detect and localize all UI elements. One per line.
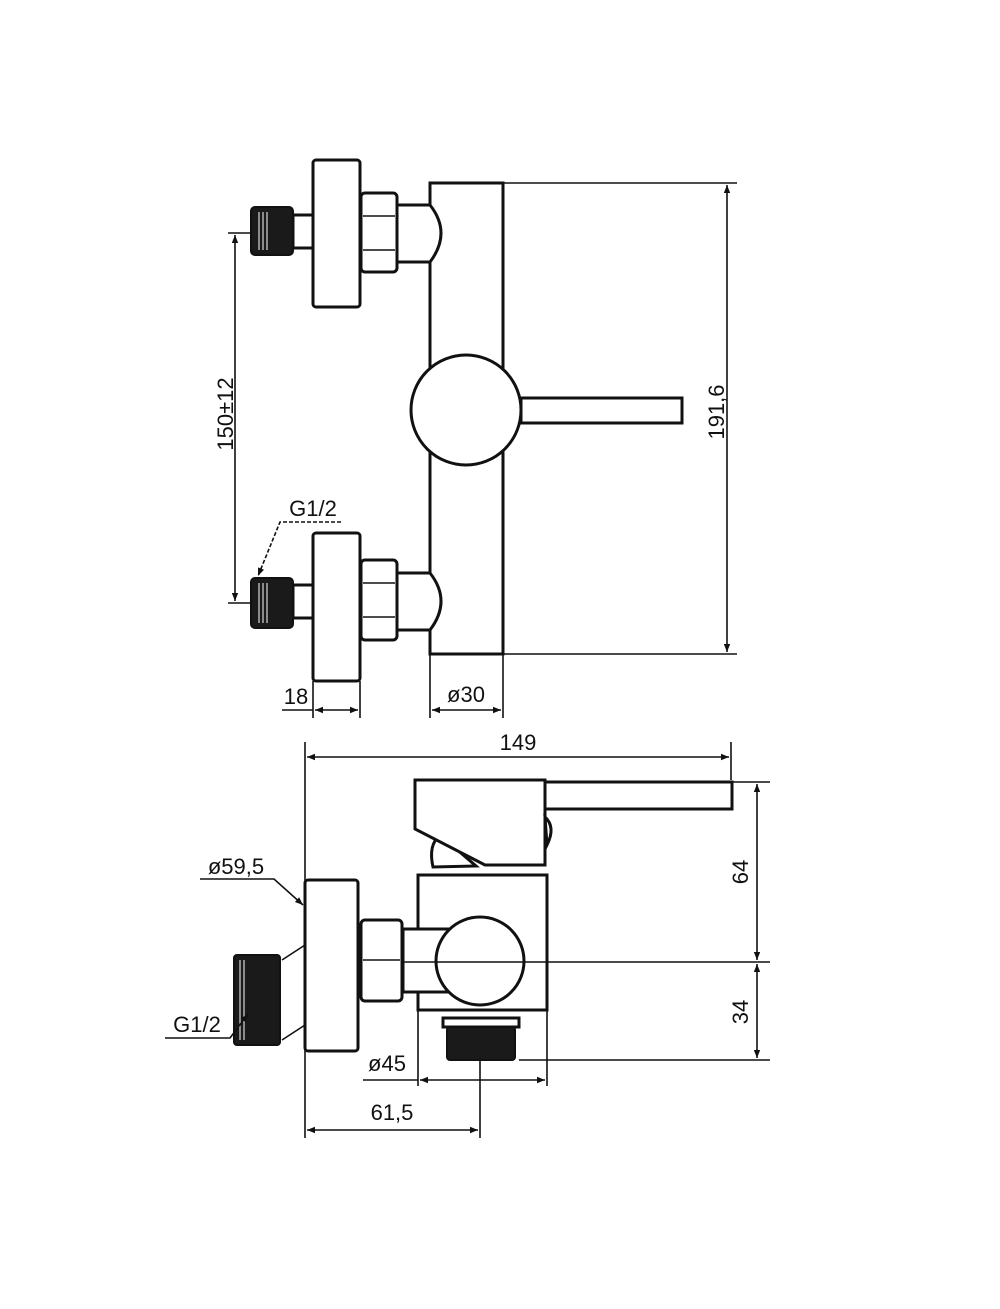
- thread-label-top-view: G1/2: [289, 496, 337, 521]
- dimension-flange-depth-label: 18: [284, 684, 308, 709]
- side-inlet-thread: [233, 954, 281, 1046]
- side-diverter-circle: [434, 915, 526, 1007]
- upper-thread: [250, 206, 294, 256]
- dimension-lower-height-label: 34: [728, 1000, 753, 1024]
- handle-lever: [519, 396, 684, 425]
- thread-label-side-view: G1/2: [173, 1012, 221, 1037]
- dimension-upper-height-label: 64: [728, 860, 753, 884]
- dimension-outlet-offset-label: 61,5: [371, 1100, 414, 1125]
- top-view: 191,6 150±12 G1/2 18 ø30: [213, 158, 737, 718]
- lower-thread: [250, 577, 294, 629]
- upper-flange: [311, 158, 362, 309]
- dimension-spacing-label: 150±12: [213, 377, 238, 450]
- dimension-body-diameter-label: ø30: [447, 682, 485, 707]
- dimension-flange-diameter-label: ø59,5: [208, 854, 264, 879]
- lower-flange: [311, 531, 362, 683]
- dimension-total-length-label: 149: [500, 730, 537, 755]
- side-flange: [303, 878, 360, 1053]
- lower-connection: [250, 531, 443, 683]
- dimension-height-label: 191,6: [704, 384, 729, 439]
- side-view: 149 64 34 ø59,5 G1/2 ø45 61,5: [165, 730, 770, 1138]
- handle-knob: [409, 353, 523, 467]
- side-outlet-thread: [446, 1026, 516, 1061]
- side-handle-lever: [543, 780, 734, 811]
- dimension-body-diameter-side-label: ø45: [368, 1051, 406, 1076]
- upper-connection: [250, 158, 443, 309]
- thread-leader-line: [257, 521, 341, 577]
- side-handle-block: [413, 778, 547, 867]
